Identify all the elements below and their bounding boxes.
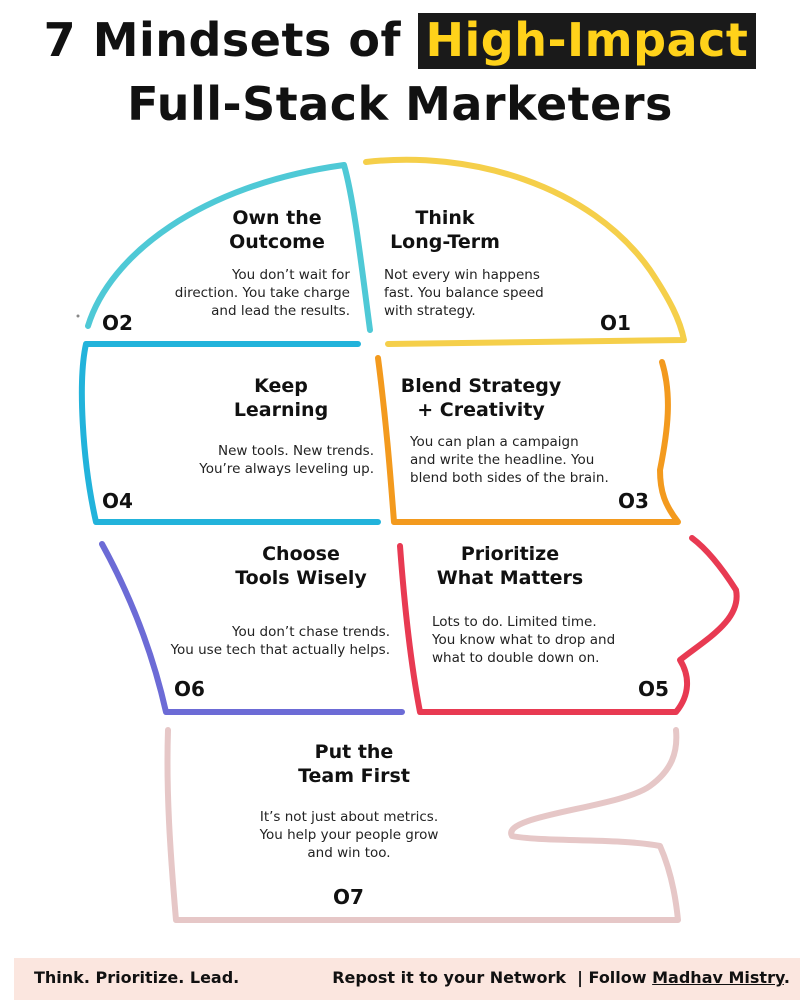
section-o6-number: O6 bbox=[174, 677, 205, 701]
footer-cta-text: Repost it to your Network | Follow bbox=[332, 968, 653, 987]
section-o1-body: Not every win happens fast. You balance … bbox=[384, 267, 544, 319]
section-o3-number: O3 bbox=[618, 489, 649, 513]
segment-o4-outline bbox=[78, 341, 381, 525]
section-o5-body: Lots to do. Limited time. You know what … bbox=[432, 614, 616, 666]
footer-cta: Repost it to your Network | Follow Madha… bbox=[332, 968, 790, 987]
segment-o1-outline bbox=[363, 156, 687, 347]
segment-o2-outline bbox=[85, 162, 373, 333]
segment-o7-outline bbox=[164, 727, 681, 923]
author-link[interactable]: Madhav Mistry bbox=[652, 968, 784, 987]
footer-cta-suffix: . bbox=[783, 968, 790, 987]
section-o7-number: O7 bbox=[333, 885, 364, 909]
page-title-line-2: Full-Stack Marketers bbox=[127, 77, 673, 131]
section-o2-number: O2 bbox=[102, 311, 133, 335]
section-o3-body: You can plan a campaign and write the he… bbox=[410, 434, 609, 486]
section-o6-body: You don’t chase trends. You use tech tha… bbox=[170, 624, 390, 658]
section-o4-title: Keep Learning bbox=[233, 375, 329, 421]
section-o3-title: Blend Strategy + Creativity bbox=[400, 375, 562, 421]
section-o1-number: O1 bbox=[600, 311, 631, 335]
footer-tagline: Think. Prioritize. Lead. bbox=[34, 968, 240, 987]
footer-bar: Think. Prioritize. Lead. Repost it to yo… bbox=[14, 958, 800, 1000]
section-o2-body: You don’t wait for direction. You take c… bbox=[174, 267, 350, 319]
section-o4-body: New tools. New trends. You’re always lev… bbox=[199, 443, 374, 477]
section-o4-number: O4 bbox=[102, 489, 133, 513]
segment-o5-outline bbox=[397, 535, 740, 715]
segment-o3-outline bbox=[375, 355, 681, 525]
section-o5-title: Prioritize What Matters bbox=[436, 543, 584, 589]
page-title-line-1: 7 Mindsets of High-Impact bbox=[0, 12, 800, 69]
section-o6-title: Choose Tools Wisely bbox=[235, 543, 367, 589]
title-highlight: High-Impact bbox=[417, 13, 757, 69]
segment-o6-outline bbox=[99, 541, 405, 715]
dot-mark bbox=[76, 314, 80, 318]
section-o5-number: O5 bbox=[638, 677, 669, 701]
title-prefix: 7 Mindsets of bbox=[43, 13, 418, 67]
section-o7-body: It’s not just about metrics. You help yo… bbox=[259, 809, 439, 861]
section-o2-title: Own the Outcome bbox=[229, 207, 325, 253]
section-o7-title: Put the Team First bbox=[298, 741, 410, 787]
section-o1-title: Think Long-Term bbox=[390, 207, 500, 253]
